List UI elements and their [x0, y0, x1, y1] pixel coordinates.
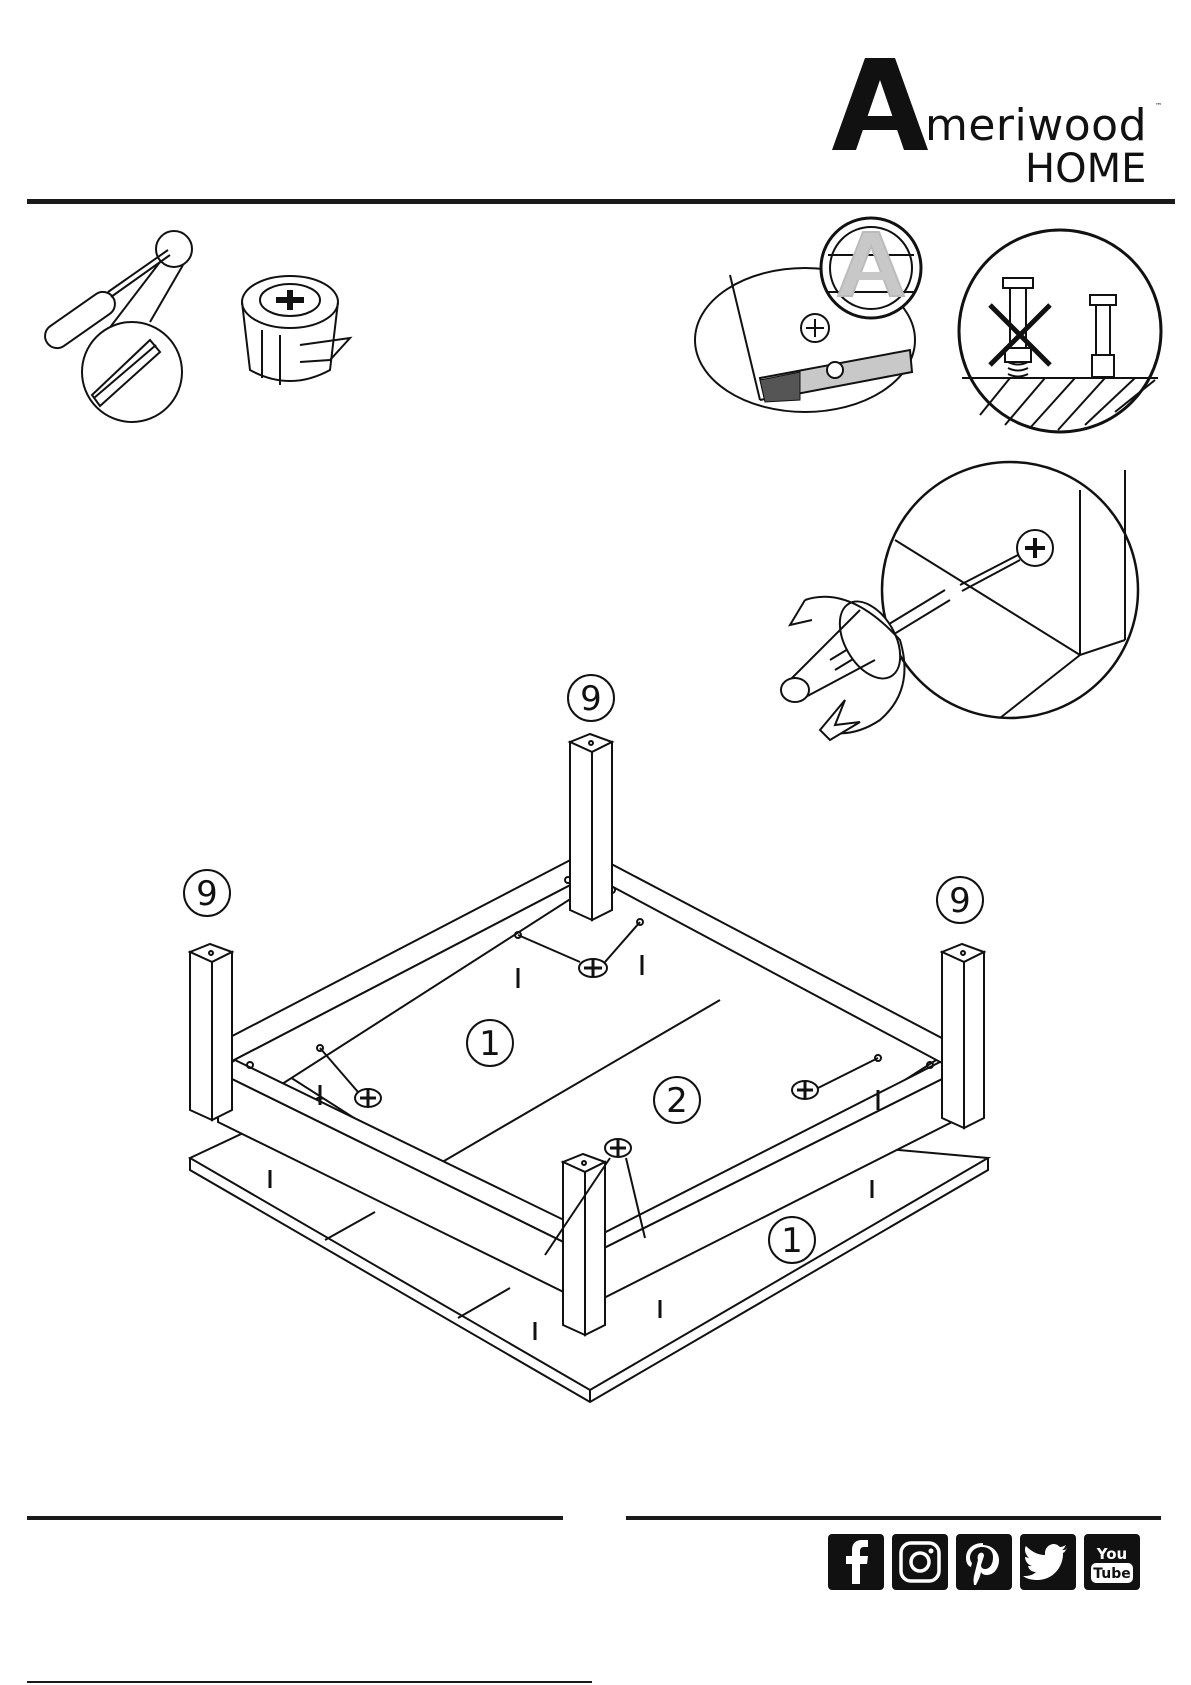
- svg-text:You: You: [1096, 1545, 1127, 1563]
- phillips-screwdriver-icon: [40, 231, 192, 422]
- svg-text:9: 9: [580, 679, 602, 719]
- mark-a-orientation-icon: [695, 218, 921, 412]
- twitter-icon[interactable]: [1020, 1534, 1076, 1590]
- callout-panel-2: 2: [654, 1077, 700, 1123]
- svg-text:9: 9: [949, 881, 971, 921]
- pinterest-icon[interactable]: [956, 1534, 1012, 1590]
- svg-text:1: 1: [479, 1024, 501, 1064]
- leg-front: [563, 1154, 605, 1335]
- svg-text:9: 9: [196, 874, 218, 914]
- cam-lock-icon: [242, 276, 350, 385]
- callout-leg-left: 9: [184, 870, 230, 916]
- callout-panel-1-front: 1: [769, 1217, 815, 1263]
- callout-leg-right: 9: [937, 877, 983, 923]
- svg-text:2: 2: [666, 1081, 688, 1121]
- leg-right: [942, 944, 984, 1128]
- do-not-overtighten-icon: [959, 230, 1161, 432]
- instagram-icon[interactable]: [892, 1534, 948, 1590]
- svg-text:1: 1: [781, 1221, 803, 1261]
- facebook-icon[interactable]: [828, 1534, 884, 1590]
- callout-panel-1-back: 1: [467, 1020, 513, 1066]
- leg-back: [570, 734, 612, 920]
- callout-leg-back: 9: [568, 675, 614, 721]
- leg-left: [190, 944, 232, 1120]
- svg-text:Tube: Tube: [1093, 1566, 1131, 1582]
- turn-cam-lock-icon: [781, 462, 1138, 740]
- youtube-icon[interactable]: You Tube: [1084, 1534, 1140, 1590]
